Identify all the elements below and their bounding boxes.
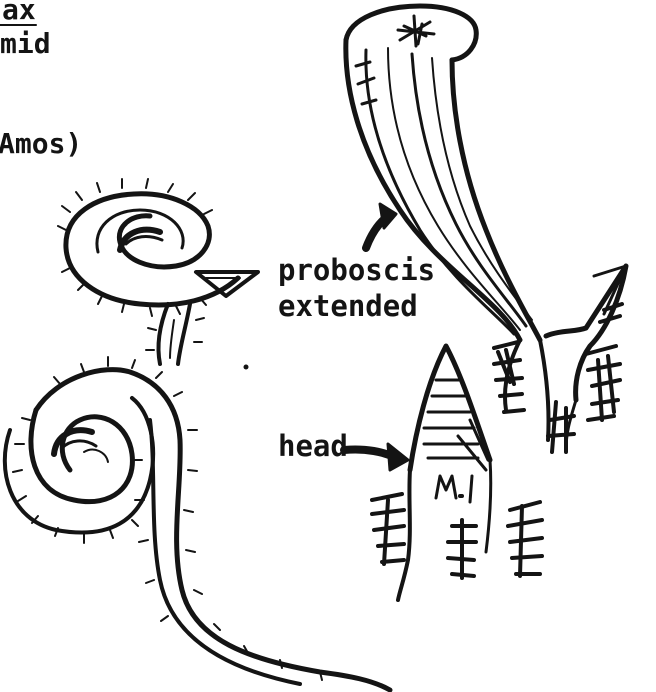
arrow-to-proboscis (366, 204, 396, 248)
label-extended: extended (278, 292, 418, 321)
proboscis-worm-drawing (346, 6, 626, 452)
header-fragment-line-2: mid (0, 30, 51, 58)
head-detail-drawing (372, 346, 542, 600)
label-proboscis: proboscis (278, 256, 435, 285)
label-head: head (278, 432, 348, 461)
arrow-to-head (344, 444, 408, 470)
header-fragment-line-3: Amos) (0, 130, 82, 158)
header-fragment-line-1: ax (2, 0, 36, 24)
